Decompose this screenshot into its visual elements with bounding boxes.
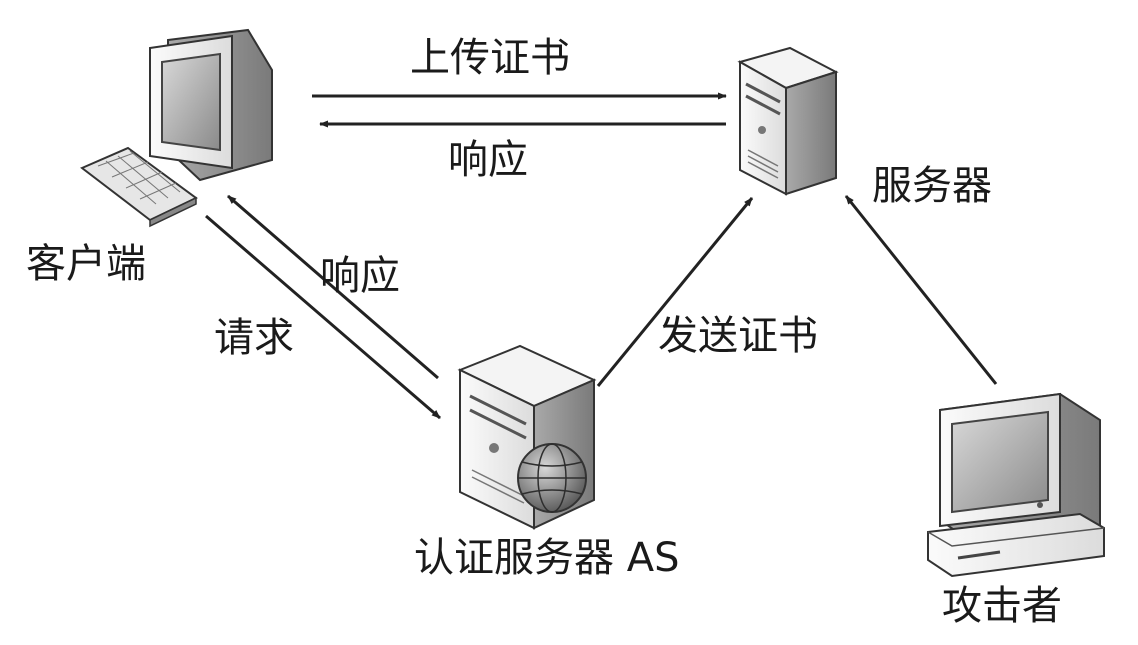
label-client: 客户端 [26, 241, 146, 287]
server-globe-icon [457, 344, 597, 530]
as-response-arrow [227, 194, 439, 380]
label-as-response: 响应 [320, 253, 400, 299]
tower-server-icon [737, 46, 839, 196]
desktop-computer-icon [80, 28, 273, 228]
label-request: 请求 [214, 315, 294, 361]
request-arrow [205, 214, 441, 420]
label-send-cert: 发送证书 [658, 313, 818, 359]
send-cert-arrow [596, 197, 754, 387]
label-server: 服务器 [872, 163, 992, 209]
attack-arrow [844, 195, 998, 385]
label-auth-server: 认证服务器 AS [414, 535, 680, 581]
label-upload-cert: 上传证书 [410, 35, 570, 81]
label-server-response: 响应 [448, 137, 528, 183]
label-attacker: 攻击者 [942, 583, 1062, 629]
terminal-computer-icon [927, 392, 1105, 578]
